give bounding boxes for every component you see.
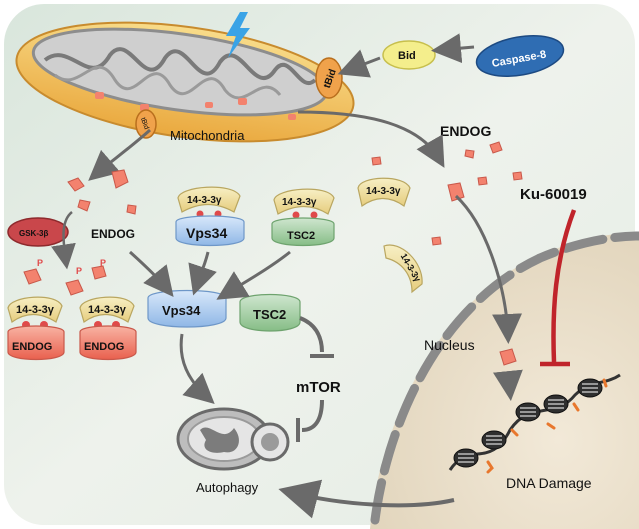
svg-text:Vps34: Vps34 [162,303,201,318]
phospho-endog-fragments: P P P [23,258,107,296]
svg-text:Vps34: Vps34 [186,225,227,241]
inhibitor-ku60019 [551,209,577,363]
arrow-mito-to-left [88,128,152,181]
svg-text:GSK-3β: GSK-3β [19,229,48,238]
vps34-free: Vps34 [147,289,227,328]
svg-text:tBid: tBid [139,117,150,131]
complex-1433-tsc2: 14-3-3γ TSC2 [271,188,335,247]
svg-text:P: P [100,258,106,268]
tbid-small: tBid [135,109,157,139]
svg-text:P: P [37,258,43,268]
svg-text:Bid: Bid [398,50,416,62]
caspase-8: Caspase-8 [475,35,565,77]
tbid: tBid [315,57,343,99]
endog-fragments [67,141,523,246]
svg-text:P: P [76,266,82,276]
mitochondria-label: Mitochondria [170,128,245,143]
complex-1433-vps34: 14-3-3γ Vps34 [175,186,245,247]
mitochondria: Mitochondria [15,21,355,143]
svg-text:TSC2: TSC2 [287,230,315,242]
svg-text:14-3-3γ: 14-3-3γ [16,304,55,316]
tsc2-free: TSC2 [239,293,301,332]
endog-label-right: ENDOG [440,123,491,139]
autophagy-label: Autophagy [196,480,259,495]
svg-text:14-3-3γ: 14-3-3γ [187,195,222,206]
svg-text:14-3-3γ: 14-3-3γ [282,197,317,208]
arrow-mito-to-cytosol [297,110,445,168]
bid: Bid [382,40,436,70]
autophagosome-icon [176,407,290,471]
dna-nucleosome-icon [448,373,621,474]
complex-1433-endog-2: 14-3-3γ ENDOG [79,296,137,361]
protein-1433-free-1: 14-3-3γ [357,177,411,208]
lightning-icon [226,12,250,58]
endog-in-nucleus [499,348,517,366]
svg-text:ENDOG: ENDOG [12,341,52,353]
arrow-dna-to-autophagy [278,479,455,519]
nucleus-label: Nucleus [424,337,475,353]
mtor-label: mTOR [296,379,341,396]
complex-1433-endog-1: 14-3-3γ ENDOG [7,296,65,361]
dna-damage-label: DNA Damage [506,475,592,491]
svg-text:14-3-3γ: 14-3-3γ [88,304,127,316]
svg-text:ENDOG: ENDOG [84,341,124,353]
svg-text:TSC2: TSC2 [253,307,286,322]
endog-label-left: ENDOG [91,227,135,241]
svg-text:14-3-3γ: 14-3-3γ [366,186,401,197]
gsk3b: GSK-3β [7,217,69,247]
ku60019-label: Ku-60019 [520,186,587,203]
